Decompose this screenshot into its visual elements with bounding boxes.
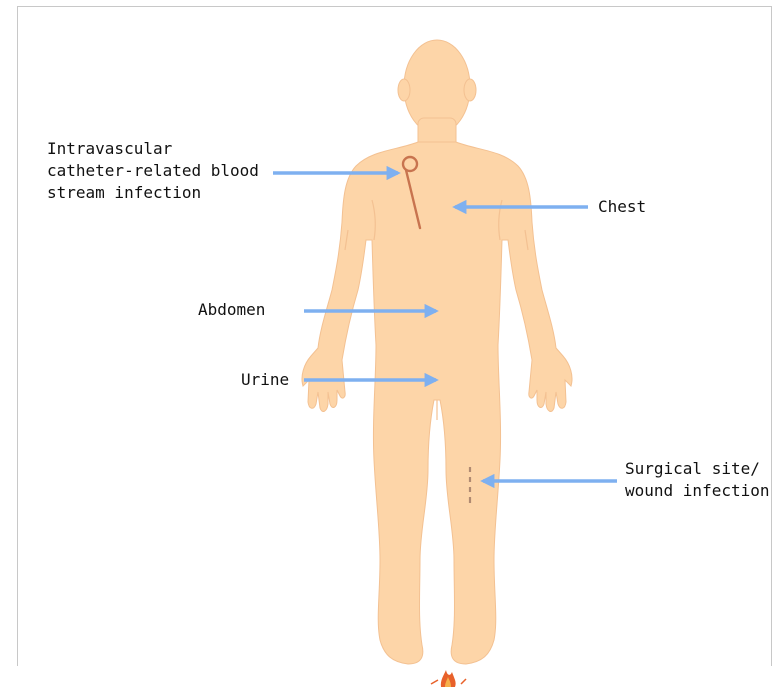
label-chest: Chest [598, 196, 646, 218]
flame-icon [431, 670, 466, 687]
left-ear [398, 79, 410, 101]
label-surgical-site: Surgical site/ wound infection [625, 458, 772, 502]
label-urine: Urine [241, 369, 289, 391]
right-ear [464, 79, 476, 101]
human-body-figure [302, 40, 572, 664]
label-catheter-infection: Intravascular catheter-related blood str… [47, 138, 259, 204]
label-abdomen: Abdomen [198, 299, 265, 321]
